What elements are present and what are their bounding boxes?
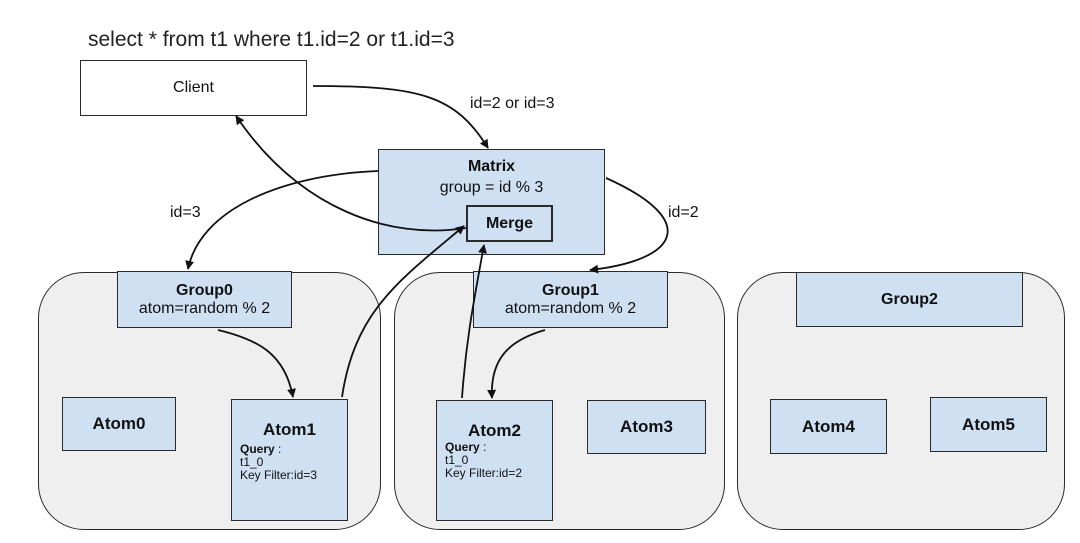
atom1-query-label: Query	[240, 442, 275, 456]
group1-rule: atom=random % 2	[504, 299, 637, 317]
group0-title: Group0	[176, 281, 233, 299]
atom4-label: Atom4	[802, 416, 855, 436]
client-node: Client	[80, 60, 307, 116]
group1-node: Group1 atom=random % 2	[473, 271, 668, 328]
atom5-label: Atom5	[962, 414, 1015, 434]
atom0-label: Atom0	[92, 414, 146, 433]
atom1-details: Query : t1_0 Key Filter:id=3	[240, 443, 317, 482]
query-title: select * from t1 where t1.id=2 or t1.id=…	[88, 28, 455, 51]
arrow-client-to-matrix	[312, 85, 489, 149]
group2-title: Group2	[881, 290, 938, 308]
atom3-label: Atom3	[620, 417, 673, 436]
group2-node: Group2	[796, 272, 1023, 327]
atom2-table: t1_0	[445, 453, 469, 467]
client-label: Client	[173, 79, 214, 96]
atom2-query-label: Query	[445, 440, 480, 454]
atom1-label: Atom1	[263, 420, 316, 439]
edge-label-client-matrix: id=2 or id=3	[470, 95, 555, 112]
atom2-query-sep: :	[483, 440, 487, 454]
atom2-details: Query : t1_0 Key Filter:id=2	[445, 441, 522, 480]
atom0-node: Atom0	[62, 397, 176, 451]
group0-node: Group0 atom=random % 2	[117, 271, 292, 328]
arrow-matrix-to-group0	[185, 170, 379, 270]
edge-label-group0: id=3	[170, 204, 201, 221]
group1-title: Group1	[542, 281, 599, 299]
atom2-label: Atom2	[468, 421, 521, 440]
atom1-query-sep: :	[278, 442, 282, 456]
group0-rule: atom=random % 2	[138, 299, 271, 317]
matrix-title: Matrix	[467, 158, 516, 175]
edge-label-group1: id=2	[668, 204, 699, 221]
atom2-node: Atom2 Query : t1_0 Key Filter:id=2	[436, 400, 553, 521]
atom2-filter: Key Filter:id=2	[445, 466, 523, 480]
atom4-node: Atom4	[770, 399, 887, 454]
merge-node: Merge	[466, 205, 553, 242]
atom5-node: Atom5	[930, 397, 1047, 452]
atom1-table: t1_0	[240, 455, 264, 469]
atom1-filter: Key Filter:id=3	[240, 468, 318, 482]
atom3-node: Atom3	[587, 400, 706, 454]
merge-label: Merge	[485, 214, 534, 232]
matrix-rule: group = id % 3	[439, 179, 544, 196]
atom1-node: Atom1 Query : t1_0 Key Filter:id=3	[231, 399, 348, 521]
